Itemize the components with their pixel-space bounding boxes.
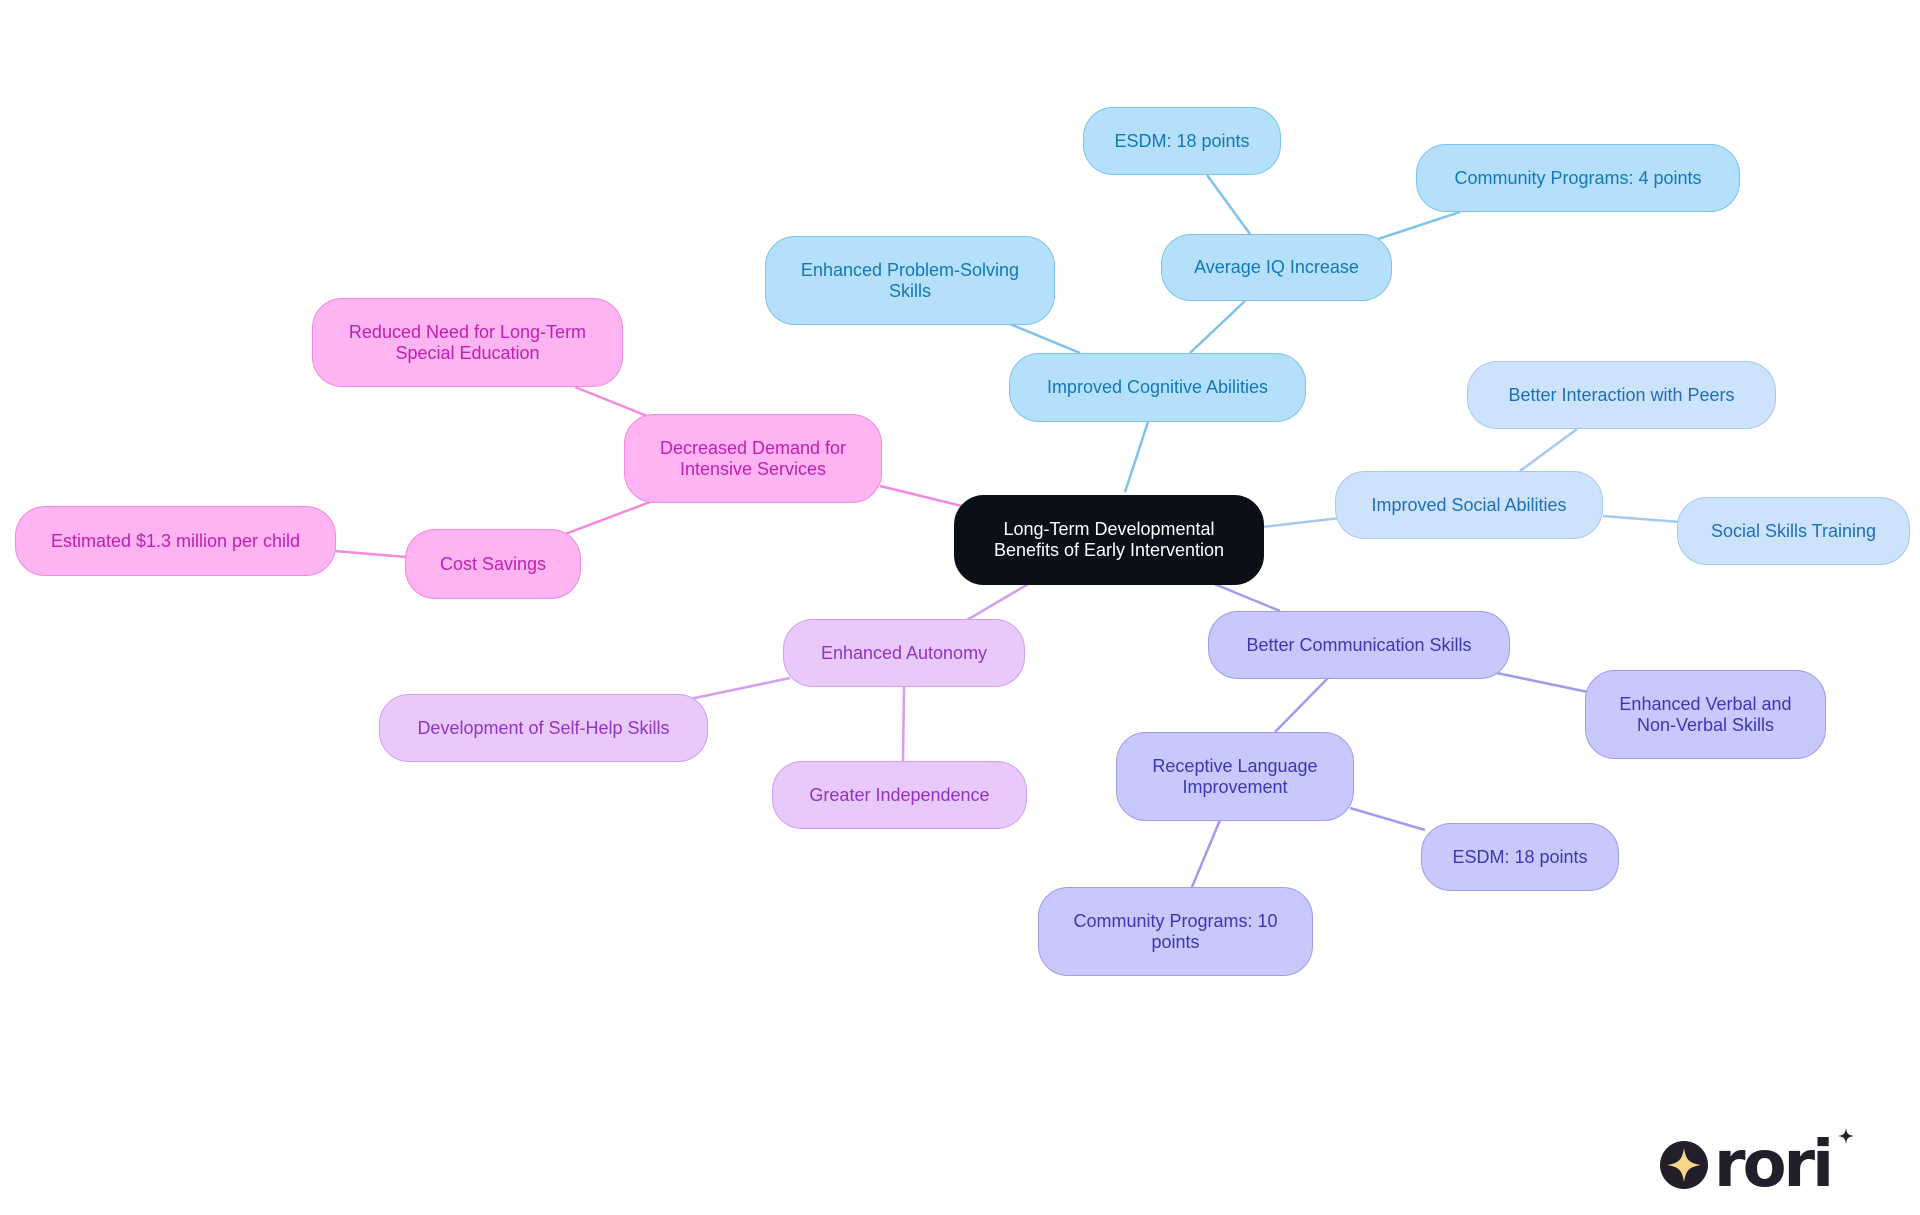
node-better-interaction-peers: Better Interaction with Peers bbox=[1467, 361, 1776, 429]
node-label: Development of Self-Help Skills bbox=[417, 717, 670, 738]
node-decreased-demand: Decreased Demand for Intensive Services bbox=[624, 414, 882, 503]
edge-social-peers bbox=[1519, 427, 1578, 473]
node-label: Cost Savings bbox=[439, 553, 547, 574]
edge-root-demand bbox=[879, 484, 963, 508]
edge-autonomy-independence bbox=[901, 686, 906, 763]
node-reduced-special-education: Reduced Need for Long-Term Special Educa… bbox=[312, 298, 623, 387]
node-label: Reduced Need for Long-Term Special Educa… bbox=[348, 321, 587, 363]
node-receptive-language: Receptive Language Improvement bbox=[1116, 732, 1354, 821]
sparkle-icon bbox=[1660, 1141, 1708, 1189]
node-label: Social Skills Training bbox=[1710, 520, 1877, 541]
node-label: Enhanced Autonomy bbox=[820, 642, 988, 663]
node-self-help-skills: Development of Self-Help Skills bbox=[379, 694, 708, 762]
edge-communication-receptive bbox=[1274, 677, 1329, 733]
edge-demand-special-ed bbox=[574, 385, 648, 418]
edge-root-autonomy bbox=[966, 581, 1031, 622]
node-iq-community-programs: Community Programs: 4 points bbox=[1416, 144, 1740, 212]
node-average-iq-increase: Average IQ Increase bbox=[1161, 234, 1392, 301]
node-receptive-esdm: ESDM: 18 points bbox=[1421, 823, 1619, 891]
logo-wordmark: rori bbox=[1714, 1128, 1831, 1193]
edge-cognitive-iq bbox=[1189, 300, 1246, 354]
node-label: Better Interaction with Peers bbox=[1508, 384, 1735, 405]
edge-receptive-esdm bbox=[1349, 806, 1426, 832]
node-label: Improved Cognitive Abilities bbox=[1046, 377, 1269, 397]
node-label: ESDM: 18 points bbox=[1114, 130, 1250, 151]
node-receptive-community-programs: Community Programs: 10 points bbox=[1038, 887, 1313, 976]
rori-logo: rori bbox=[1660, 1128, 1854, 1193]
node-label: Receptive Language Improvement bbox=[1152, 755, 1318, 797]
node-cost-savings: Cost Savings bbox=[405, 529, 581, 599]
node-label: Community Programs: 4 points bbox=[1454, 167, 1702, 188]
node-label: Average IQ Increase bbox=[1194, 257, 1359, 277]
edge-iq-esdm bbox=[1205, 174, 1252, 235]
edge-root-cognitive bbox=[1123, 421, 1150, 493]
edge-receptive-community bbox=[1190, 819, 1222, 888]
node-label: Enhanced Verbal and Non-Verbal Skills bbox=[1619, 693, 1792, 735]
node-iq-esdm: ESDM: 18 points bbox=[1083, 107, 1281, 175]
node-greater-independence: Greater Independence bbox=[772, 761, 1027, 829]
node-social-skills-training: Social Skills Training bbox=[1677, 497, 1910, 565]
node-label: Estimated $1.3 million per child bbox=[50, 530, 301, 551]
node-improved-social-abilities: Improved Social Abilities bbox=[1335, 471, 1603, 539]
root-label: Long-Term Developmental Benefits of Earl… bbox=[993, 519, 1225, 560]
node-label: Improved Social Abilities bbox=[1371, 494, 1567, 515]
node-label: Community Programs: 10 points bbox=[1073, 910, 1278, 952]
edge-autonomy-self-help-line bbox=[689, 676, 791, 701]
node-label: Greater Independence bbox=[809, 784, 990, 805]
node-improved-cognitive-abilities: Improved Cognitive Abilities bbox=[1009, 353, 1306, 422]
node-estimated-savings: Estimated $1.3 million per child bbox=[15, 506, 336, 576]
edge-demand-cost-savings bbox=[559, 500, 651, 538]
edge-cognitive-problem-solving bbox=[1009, 322, 1081, 355]
node-label: ESDM: 18 points bbox=[1452, 846, 1588, 867]
edge-root-social bbox=[1261, 516, 1341, 529]
node-label: Decreased Demand for Intensive Services bbox=[659, 437, 847, 479]
logo-star-mark bbox=[1838, 1128, 1854, 1144]
edge-cost-savings-estimate bbox=[334, 549, 407, 559]
node-enhanced-autonomy: Enhanced Autonomy bbox=[783, 619, 1025, 687]
node-enhanced-problem-solving: Enhanced Problem-Solving Skills bbox=[765, 236, 1055, 325]
root-node: Long-Term Developmental Benefits of Earl… bbox=[954, 495, 1264, 585]
edge-root-communication bbox=[1211, 581, 1281, 613]
edge-iq-community bbox=[1374, 210, 1461, 242]
node-label: Enhanced Problem-Solving Skills bbox=[800, 259, 1020, 301]
edge-communication-verbal bbox=[1491, 670, 1589, 694]
node-better-communication-skills: Better Communication Skills bbox=[1208, 611, 1510, 679]
node-label: Better Communication Skills bbox=[1246, 634, 1472, 655]
node-verbal-nonverbal-skills: Enhanced Verbal and Non-Verbal Skills bbox=[1585, 670, 1826, 759]
edge-social-training bbox=[1602, 514, 1681, 524]
